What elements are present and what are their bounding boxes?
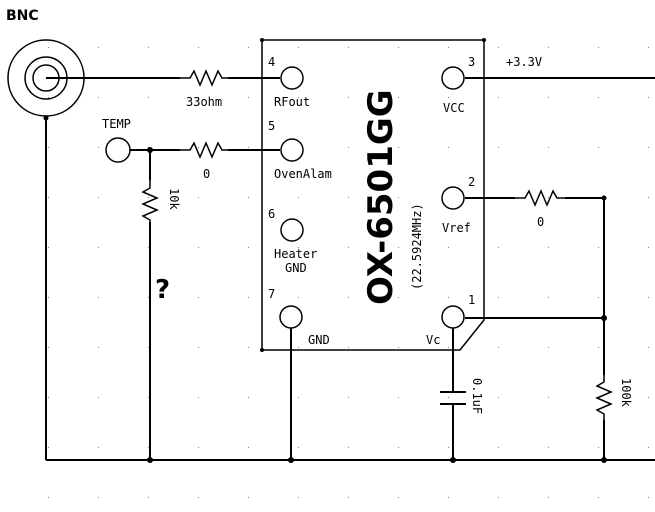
pin-number: 4 (268, 55, 275, 69)
wires (45, 77, 655, 461)
chip-frequency: (22.5924MHz) (410, 203, 424, 290)
pin-label-vc: Vc (426, 333, 440, 347)
vcc-supply-label: +3.3V (506, 55, 542, 69)
pin-7-gnd[interactable] (279, 305, 303, 329)
pin-number: 1 (468, 293, 475, 307)
pin-number: 6 (268, 207, 275, 221)
pin-label-heater: Heater (274, 247, 317, 261)
pin-label-gnd: GND (308, 333, 330, 347)
pin-number: 7 (268, 287, 275, 301)
resistor-100k[interactable] (595, 375, 613, 420)
bnc-label: BNC (6, 8, 39, 24)
resistor-0-vref[interactable] (515, 189, 565, 207)
resistor-10k[interactable] (141, 180, 159, 222)
temp-terminal[interactable] (105, 137, 131, 163)
resistor-10k-label: 10k (167, 188, 181, 210)
resistor-0-vref-label: 0 (537, 215, 544, 229)
pin-3-vcc[interactable] (441, 66, 465, 90)
pin-4-rfout[interactable] (280, 66, 304, 90)
pin-label-vcc: VCC (443, 101, 465, 115)
resistor-33ohm-label: 33ohm (186, 95, 222, 109)
pin-label-ovenalam: OvenAlam (274, 167, 332, 181)
resistor-33ohm[interactable] (180, 69, 228, 87)
capacitor-0-1uf[interactable] (440, 391, 466, 405)
pin-2-vref[interactable] (441, 186, 465, 210)
resistor-100k-label: 100k (619, 378, 633, 408)
junction-dots (43, 115, 607, 463)
pin-5-ovenalam[interactable] (280, 138, 304, 162)
pin-label-vref: Vref (442, 221, 471, 235)
chip-body (261, 39, 485, 351)
pin-number: 2 (468, 175, 475, 189)
resistor-0-oven[interactable] (180, 141, 228, 159)
chip-part-number: OX-6501GG (361, 89, 401, 305)
pin-1-vc[interactable] (441, 305, 465, 329)
pin-label-rfout: RFout (274, 95, 310, 109)
pin-label-heater-gnd: GND (285, 261, 307, 275)
capacitor-label: 0.1uF (470, 378, 484, 414)
question-mark: ? (155, 275, 170, 305)
pin-number: 3 (468, 55, 475, 69)
resistor-0-oven-label: 0 (203, 167, 210, 181)
pin-6-heater-gnd[interactable] (280, 218, 304, 242)
pin-number: 5 (268, 119, 275, 133)
temp-label: TEMP (102, 117, 131, 131)
